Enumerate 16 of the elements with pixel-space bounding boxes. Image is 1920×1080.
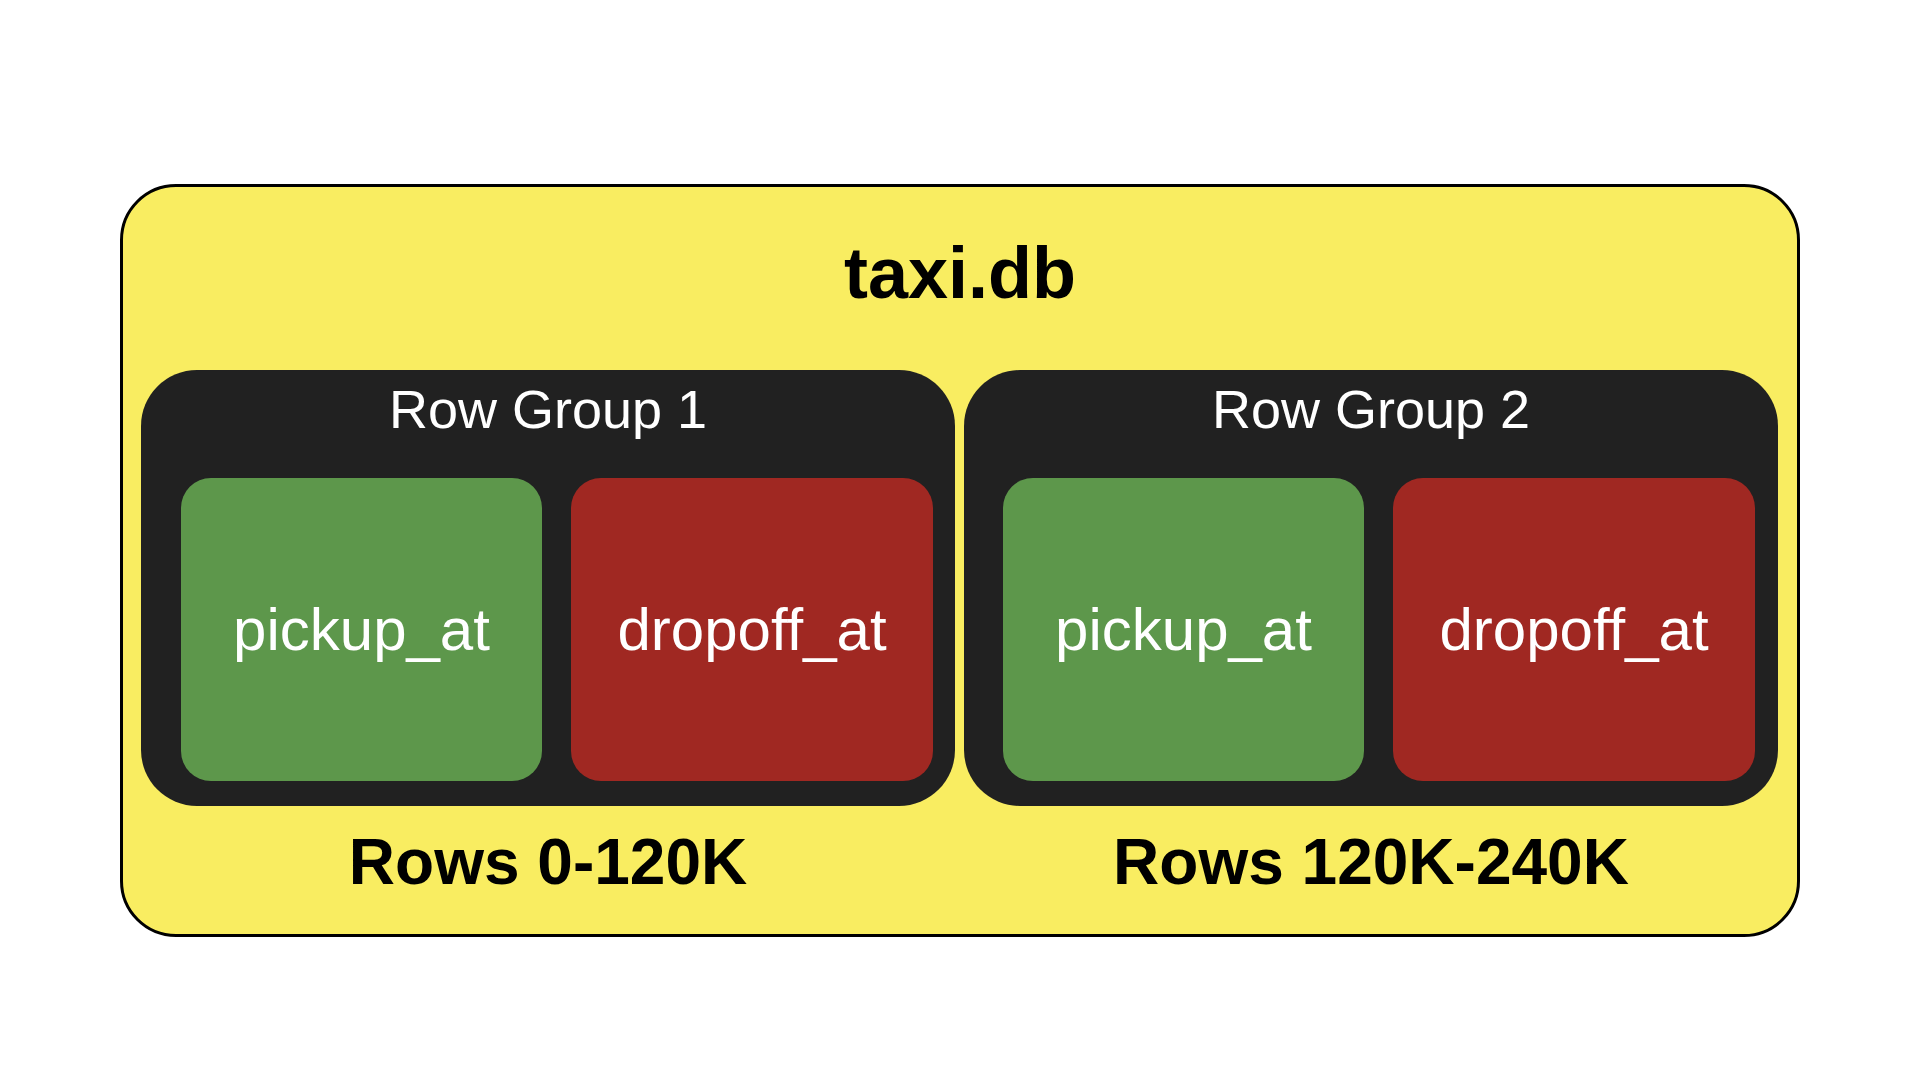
row-group-panel xyxy=(141,370,955,806)
column-name: dropoff_at xyxy=(1439,595,1709,663)
column-name: dropoff_at xyxy=(617,595,887,663)
file-title: taxi.db xyxy=(844,233,1076,313)
column-chunk xyxy=(1003,478,1364,781)
column-name: pickup_at xyxy=(1055,595,1312,663)
row-range-label: Rows 0-120K xyxy=(348,826,748,898)
column-chunk xyxy=(1393,478,1755,781)
row-range-label: Rows 120K-240K xyxy=(1113,826,1629,898)
column-name: pickup_at xyxy=(233,595,490,663)
row-group-heading: Row Group 1 xyxy=(388,379,708,439)
column-chunk xyxy=(181,478,542,781)
row-group-panel xyxy=(964,370,1778,806)
column-chunk xyxy=(571,478,933,781)
file-container xyxy=(120,184,1800,937)
row-group-heading: Row Group 2 xyxy=(1211,379,1531,439)
